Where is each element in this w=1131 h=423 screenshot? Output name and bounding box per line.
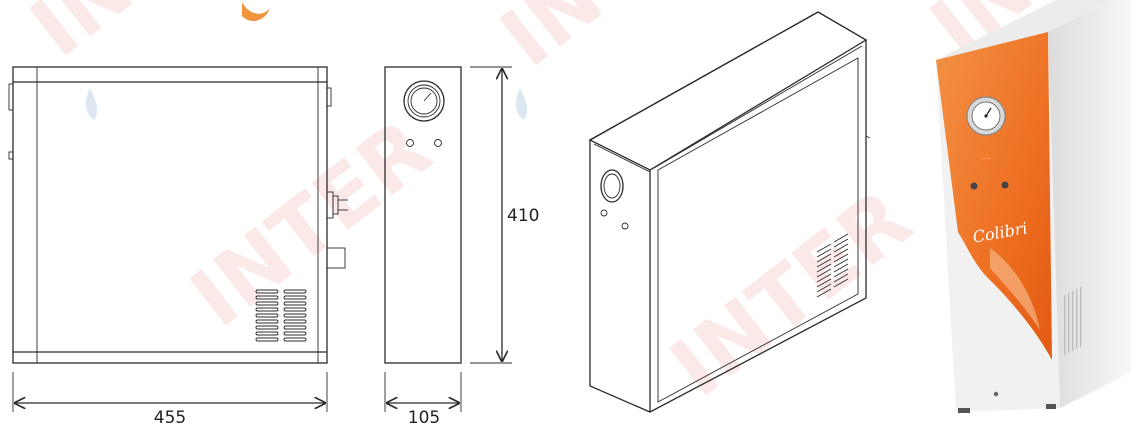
- logo-fragment-icon: [242, 2, 270, 22]
- watermark-text: INTER: [484, 0, 759, 86]
- width-dimension-label: 455: [154, 408, 186, 423]
- photo-port-right-icon: [1001, 181, 1009, 189]
- svg-text:·······: ·······: [982, 156, 991, 161]
- front-view-drawing: 455: [8, 66, 348, 423]
- orange-front-panel: [936, 32, 1052, 360]
- side-view-drawing: 105 410: [384, 66, 539, 423]
- water-drop-icon: [85, 88, 97, 120]
- pressure-gauge-icon: [403, 80, 445, 122]
- height-dimension-label: 410: [507, 206, 539, 226]
- photo-port-left-icon: [970, 182, 978, 190]
- depth-dimension-label: 105: [408, 408, 440, 423]
- iso-pressure-gauge-icon: [600, 169, 624, 203]
- iso-vent-grille: [816, 233, 849, 298]
- water-drop-icon: [515, 88, 527, 120]
- product-photo: ······· Colibri: [936, 0, 1131, 413]
- photo-vent-grille: [1064, 287, 1082, 355]
- watermark-text: INTER: [654, 172, 929, 416]
- watermark-text: INTER: [174, 102, 449, 346]
- front-vent-grille: [255, 289, 307, 342]
- isometric-view-drawing: [588, 11, 871, 413]
